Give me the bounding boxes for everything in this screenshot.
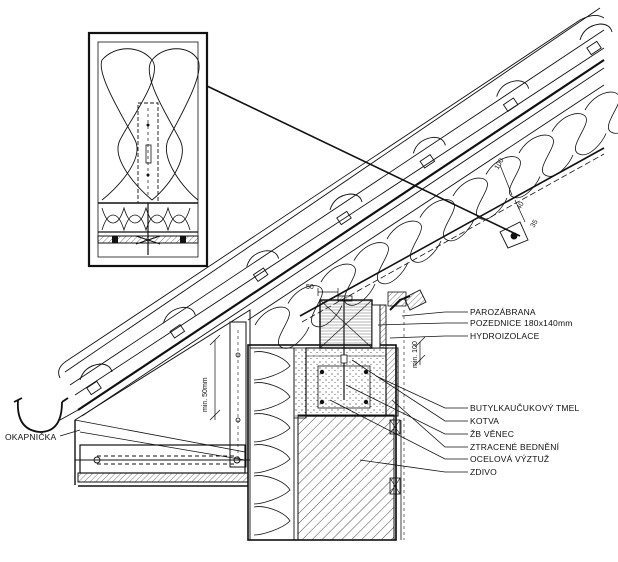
insulation-loop	[419, 199, 475, 242]
tile-bump	[412, 136, 446, 154]
insulation-loop	[452, 177, 508, 220]
dim-100-text: 100	[494, 157, 506, 171]
dim-small	[317, 164, 526, 366]
insulation-loop	[518, 134, 574, 177]
gutter	[13, 397, 79, 433]
leaders	[59, 311, 468, 473]
dim-min100-text: min. 100	[412, 341, 419, 368]
label-butyl: BUTYLKAUČUKOVÝ TMEL	[470, 403, 580, 413]
dim-min50: min. 50mm	[202, 334, 221, 421]
tile-bump	[329, 193, 363, 211]
wall-insulation-loop	[253, 475, 291, 505]
label-hydroizolace: HYDROIZOLACE	[470, 331, 540, 341]
batten	[252, 267, 269, 282]
insulation-loop	[485, 156, 541, 199]
insulation-loop	[353, 242, 409, 285]
dim-35-text: 35	[530, 219, 540, 229]
dim-50-text: 50	[306, 284, 314, 291]
wall-insulation-loop	[253, 351, 291, 381]
tile-bump	[579, 23, 613, 41]
detail-inset	[87, 31, 209, 268]
tile-bump	[496, 80, 530, 97]
masonry-wall	[247, 291, 411, 541]
insulation-loop	[584, 91, 618, 134]
label-vyztuz: OCELOVÁ VÝZTUŽ	[470, 454, 549, 464]
label-bedneni: ZTRACENÉ BEDNĚNÍ	[470, 442, 560, 452]
batten	[86, 380, 102, 396]
batten	[336, 210, 352, 226]
wall-insulation-loop	[253, 413, 291, 443]
wall-insulation-loop	[253, 444, 291, 474]
label-parozabrana: PAROZÁBRANA	[470, 307, 536, 317]
dim-40-text: 40	[516, 201, 526, 211]
label-okapnicka: OKAPNIČKA	[5, 432, 57, 442]
rafter-joint	[403, 221, 529, 311]
roof-tiles	[58, 7, 613, 396]
roof-insulation	[254, 91, 618, 349]
insulation-loop	[386, 220, 442, 263]
wall-insulation-loop	[253, 382, 291, 412]
label-zdivo: ZDIVO	[470, 467, 497, 477]
label-venec: ŽB VĚNEC	[470, 429, 514, 439]
tile-bump	[162, 306, 196, 324]
batten	[169, 324, 186, 339]
inset-leader-bottom	[207, 86, 392, 165]
batten	[502, 97, 519, 112]
label-kotva: KOTVA	[470, 416, 499, 426]
eave-soffit	[74, 309, 251, 487]
wall-insulation-loop	[253, 506, 291, 536]
tile-bump	[246, 250, 280, 267]
dim-min50-text: min. 50mm	[202, 377, 209, 412]
label-pozednice: POZEDNICE 180x140mm	[470, 318, 573, 328]
insulation-loop	[551, 113, 607, 156]
insulation-loop	[254, 306, 310, 349]
tile-bump	[79, 363, 113, 381]
batten	[419, 154, 436, 169]
inset-leader-top	[206, 85, 521, 237]
batten	[586, 40, 602, 56]
